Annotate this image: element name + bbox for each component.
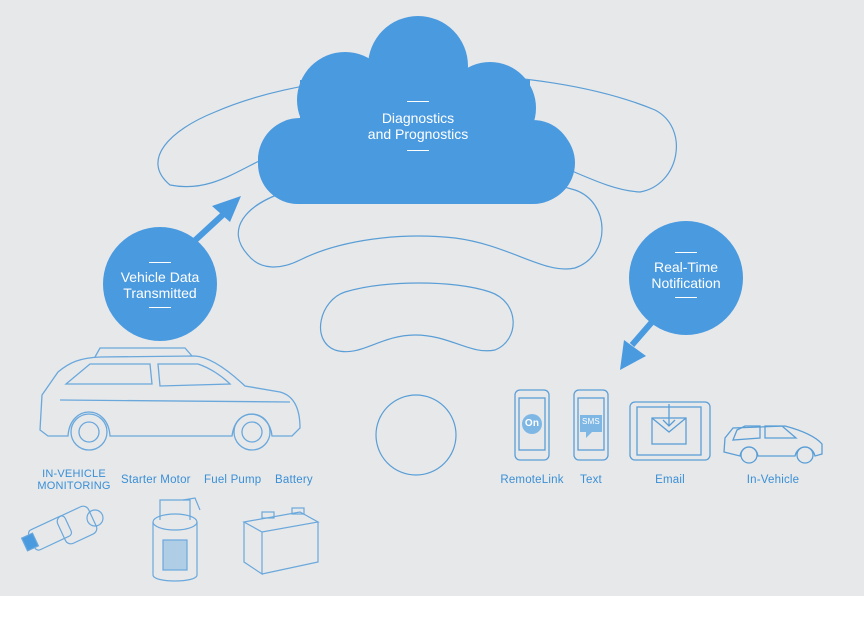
email-tablet-icon — [629, 401, 711, 461]
cloud-label: Diagnostics and Prognostics — [345, 101, 491, 151]
suv-illustration — [39, 347, 301, 451]
right-bubble — [629, 221, 743, 335]
cloud-shape — [258, 16, 575, 204]
right-bubble-label: Real-Time Notification — [631, 252, 741, 298]
starter-motor-illustration — [20, 505, 104, 552]
left-bubble-line1: Vehicle Data — [120, 269, 200, 285]
diagram-canvas: Diagnostics and Prognostics Vehicle Data… — [0, 0, 864, 596]
upload-arrow-head — [212, 196, 241, 222]
remotelink-phone-icon — [514, 389, 550, 461]
cloud-label-line2: and Prognostics — [367, 126, 469, 142]
wifi-inner-arc — [319, 282, 514, 353]
fuel-pump-label: Fuel Pump — [204, 474, 262, 486]
right-bubble-line2: Notification — [651, 275, 721, 291]
diagram-graphics — [20, 16, 823, 582]
left-bubble — [103, 227, 217, 341]
text-label: Text — [580, 474, 602, 486]
in-vehicle-label: In-Vehicle — [746, 474, 800, 486]
monitoring-line2: MONITORING — [37, 480, 111, 492]
sms-phone-icon — [573, 389, 609, 461]
cloud-label-line1: Diagnostics — [381, 110, 455, 126]
wifi-dot — [375, 394, 457, 476]
sms-glyph: SMS — [582, 417, 600, 426]
battery-illustration — [242, 507, 320, 576]
email-label: Email — [655, 474, 685, 486]
starter-motor-label: Starter Motor — [121, 474, 191, 486]
left-bubble-line2: Transmitted — [123, 285, 197, 301]
monitoring-line1: IN-VEHICLE — [42, 468, 106, 480]
notify-arrow-head — [620, 340, 646, 370]
in-vehicle-car-icon — [723, 425, 823, 464]
battery-label: Battery — [275, 474, 313, 486]
right-bubble-line1: Real-Time — [653, 259, 719, 275]
onstar-glyph: On — [524, 418, 540, 429]
left-bubble-label: Vehicle Data Transmitted — [105, 262, 215, 308]
remotelink-label: RemoteLink — [500, 474, 564, 486]
fuel-pump-illustration — [152, 497, 201, 582]
in-vehicle-monitoring-label: IN-VEHICLE MONITORING — [37, 468, 110, 492]
